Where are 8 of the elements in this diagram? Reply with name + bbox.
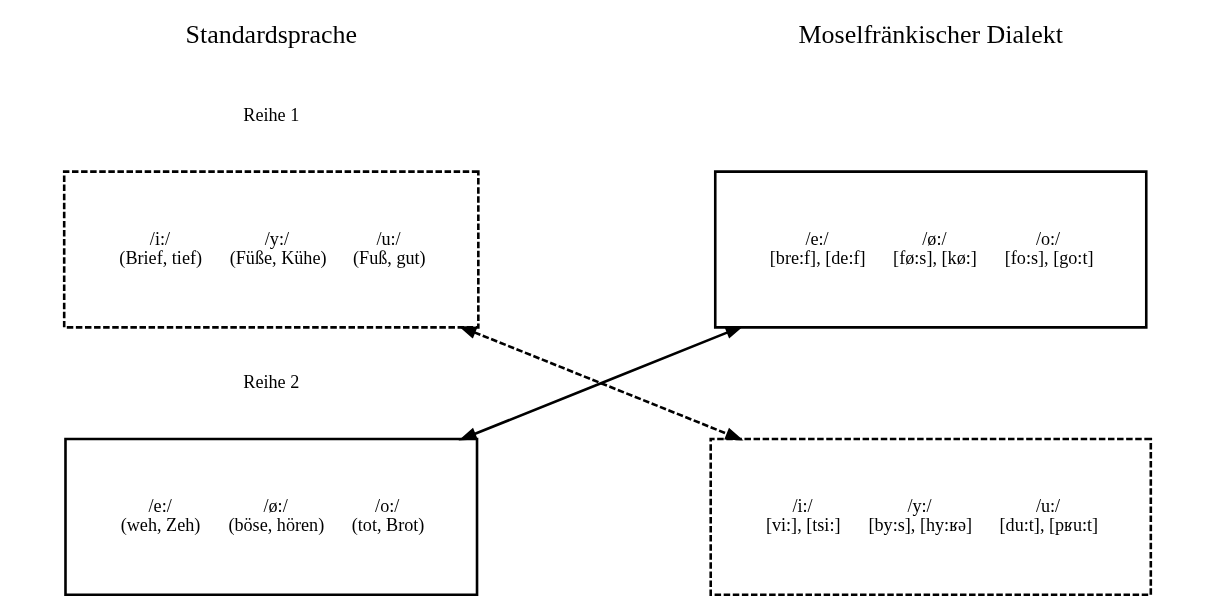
label: Standardsprache [185,20,357,50]
node-box: /e:/ [bre:f], [de:f] /ø:/ [fø:s], [kø:] /o:/ [fo:s], [go:t] [713,170,1148,329]
label: Moselfränkischer Dialekt [798,20,1063,50]
label: Reihe 2 [242,372,299,392]
node-box: /i:/ [vi:], [tsi:] /y:/ [by:s], [hy:ʁə] /u:/ [du:t], [pʁu:t] [708,437,1152,597]
node-box: /e:/ (weh, Zeh) /ø:/ (böse, hören) /o:/ (tot, Brot) [63,437,478,597]
label: Reihe 1 [242,104,299,125]
node-box: /i:/ (Brief, tief) /y:/ (Füße, Kühe) /u:/ (Fuß, gut) [62,170,480,329]
